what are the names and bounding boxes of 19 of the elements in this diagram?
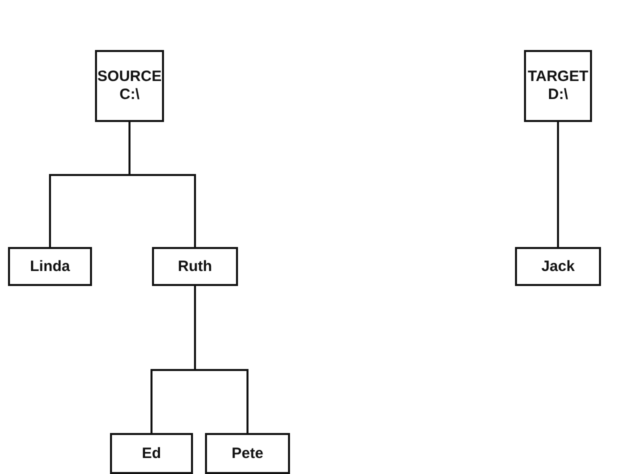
folder-label: Pete bbox=[232, 444, 264, 462]
folder-box bbox=[515, 247, 601, 286]
folder-label: SOURCE bbox=[97, 68, 162, 86]
folder-box bbox=[152, 247, 238, 286]
folder-box bbox=[110, 433, 193, 474]
connector-line bbox=[557, 122, 559, 247]
folder-box bbox=[205, 433, 290, 474]
folder-label: C:\ bbox=[120, 86, 140, 104]
folder-label: Linda bbox=[30, 258, 70, 276]
folder-box bbox=[8, 247, 92, 286]
folder-label: Ed bbox=[142, 444, 162, 462]
folder-label: TARGET bbox=[528, 68, 588, 86]
connector-line bbox=[194, 286, 248, 433]
connector-line bbox=[128, 122, 196, 247]
folder-label: Ruth bbox=[178, 258, 212, 276]
folder-box bbox=[524, 50, 592, 122]
folder-label: D:\ bbox=[548, 86, 568, 104]
folder-box bbox=[95, 50, 164, 122]
folder-label: Jack bbox=[541, 258, 575, 276]
